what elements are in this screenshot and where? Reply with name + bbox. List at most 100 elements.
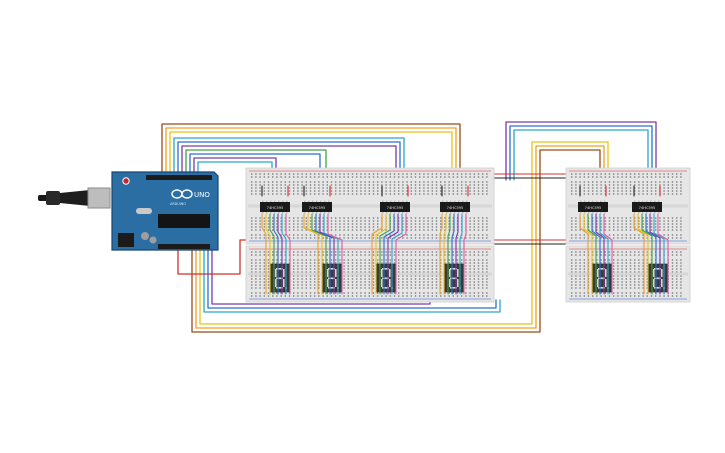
breadboard-hole (629, 234, 632, 236)
breadboard-hole (579, 229, 581, 231)
wire (265, 213, 271, 295)
breadboard-hole (571, 284, 573, 286)
seven-segment-display[interactable] (375, 263, 397, 293)
breadboard-hole (452, 251, 454, 253)
breadboard-hole (263, 287, 265, 289)
breadboard-hole (486, 173, 488, 175)
breadboard-hole (482, 265, 484, 267)
breadboard-hole (663, 220, 665, 222)
shift-register-chip[interactable]: 74HC595 (260, 200, 290, 214)
breadboard-hole (398, 254, 400, 256)
breadboard-hole (583, 292, 585, 294)
breadboard-hole (318, 190, 320, 192)
breadboard-hole (579, 271, 581, 273)
breadboard-hole (431, 278, 433, 280)
breadboard-hole (389, 251, 391, 253)
breadboard-hole (423, 287, 425, 289)
breadboard-hole (377, 187, 379, 189)
breadboard-hole (486, 176, 488, 178)
breadboard-hole (318, 234, 320, 236)
breadboard-hole (301, 217, 303, 219)
breadboard-hole (385, 262, 387, 264)
breadboard-hole (347, 237, 349, 239)
breadboard-hole (634, 281, 636, 283)
breadboard-hole (655, 187, 657, 189)
shift-register-chip[interactable]: 74HC595 (632, 200, 662, 214)
chip-pin (600, 212, 602, 214)
breadboard-hole (339, 254, 341, 256)
breadboard-hole (629, 268, 632, 270)
breadboard-hole (259, 265, 261, 267)
breadboard-hole (419, 259, 421, 261)
breadboard-hole (410, 173, 412, 175)
breadboard-hole (377, 292, 379, 294)
shift-register-chip[interactable]: 74HC595 (440, 200, 470, 214)
breadboard-hole (600, 181, 602, 183)
breadboard-hole (406, 190, 408, 192)
breadboard-hole (360, 262, 362, 264)
breadboard-hole (427, 271, 429, 273)
breadboard-hole (571, 226, 573, 228)
breadboard-hole (368, 281, 370, 283)
breadboard-hole (381, 181, 383, 183)
breadboard-hole (600, 190, 602, 192)
breadboard-hole (393, 234, 396, 236)
breadboard-hole (642, 287, 644, 289)
breadboard-hole (435, 281, 438, 283)
seven-segment-display[interactable] (591, 263, 613, 293)
breadboard-hole (596, 184, 598, 186)
shift-register-chip[interactable]: 74HC595 (380, 200, 410, 214)
breadboard-hole (368, 193, 370, 195)
breadboard-hole (461, 193, 463, 195)
reset-button[interactable] (122, 177, 130, 185)
breadboard-hole (402, 190, 404, 192)
breadboard-hole (579, 278, 581, 280)
breadboard-hole (642, 220, 644, 222)
breadboard-hole (377, 220, 379, 222)
breadboard-hole (259, 281, 261, 283)
breadboard-hole (393, 193, 396, 195)
arduino-uno-board[interactable]: UNO ARDUINO (38, 171, 219, 251)
breadboard-hole (667, 295, 669, 297)
breadboard-hole (600, 229, 602, 231)
breadboard-hole (465, 251, 467, 253)
breadboard-hole (419, 226, 421, 228)
breadboard-hole (625, 173, 627, 175)
breadboard-hole (259, 176, 261, 178)
breadboard-hole (364, 259, 366, 261)
breadboard-hole (435, 181, 438, 183)
seven-segment-display[interactable] (269, 263, 291, 293)
seven-segment-display[interactable] (321, 263, 343, 293)
breadboard-hole (486, 292, 488, 294)
shift-register-chip[interactable]: 74HC595 (302, 200, 332, 214)
seven-segment-display[interactable] (443, 263, 465, 293)
chip-body (632, 202, 662, 212)
wire (169, 131, 453, 181)
breadboard-hole (435, 295, 438, 297)
breadboard-hole (431, 259, 433, 261)
breadboard-hole (414, 229, 417, 231)
breadboard-hole (676, 187, 678, 189)
breadboard-hole (676, 259, 678, 261)
chip-pin (316, 200, 318, 202)
breadboard-hole (634, 278, 636, 280)
breadboard-hole (638, 254, 640, 256)
breadboard-hole (343, 226, 345, 228)
breadboard-hole (259, 284, 261, 286)
breadboard-hole (276, 262, 278, 264)
breadboard-hole (642, 237, 644, 239)
breadboard-hole (372, 187, 375, 189)
shift-register-chip[interactable]: 74HC595 (578, 200, 608, 214)
breadboard-hole (259, 237, 261, 239)
breadboard-hole (398, 271, 400, 273)
breadboard-hole (309, 234, 312, 236)
breadboard-hole (276, 229, 278, 231)
breadboard-hole (571, 193, 573, 195)
breadboard-hole (272, 259, 274, 261)
breadboard-hole (347, 287, 349, 289)
breadboard-hole (389, 234, 391, 236)
wire (583, 213, 593, 295)
breadboard-hole (638, 184, 640, 186)
seven-segment-display[interactable] (647, 263, 669, 293)
